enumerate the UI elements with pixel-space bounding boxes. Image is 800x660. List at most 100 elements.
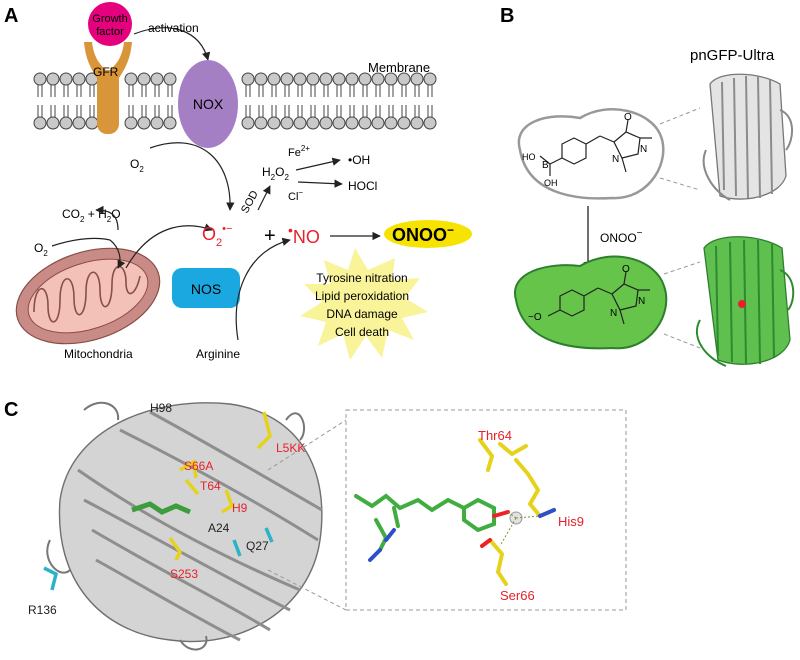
lipid-head [397,116,411,130]
onoo-reagent: ONOO− [600,228,643,245]
lipid-head [254,116,268,130]
lipid-head [371,72,385,86]
zoom-connector-1 [267,569,347,611]
effect-item: Tyrosine nitration [316,271,407,285]
lipid-head [397,72,411,86]
residue-label-h9: H9 [232,501,248,515]
lipid-head [410,116,424,130]
membrane-label: Membrane [368,60,430,75]
panel-b-letter: B [500,5,514,27]
effect-item: Lipid peroxidation [315,289,409,303]
phenolate-ring-n1: N [638,296,645,307]
nos-box [172,268,240,308]
lipid-head [410,72,424,86]
cl-label: Cl− [288,188,303,203]
lipid-head [59,72,73,86]
lipid-head [33,116,47,130]
lipid-head [254,72,268,86]
active-site-sticks [354,438,556,586]
arginine-label: Arginine [196,347,240,361]
plus-sign: + [264,225,276,247]
lipid-head [46,116,60,130]
lipid-head [332,116,346,130]
o2-top: O2 [130,157,144,174]
lipid-head [241,72,255,86]
sod-label: SOD [239,189,261,216]
connector-top-2 [659,177,701,191]
residue-label-s66a: S66A [184,459,213,473]
growth-factor-circle [88,2,132,46]
panel-a: A Membrane GFR Growth factor activation … [4,2,472,361]
nox-ellipse [178,60,238,148]
grey-gfp-barrel [702,73,793,201]
arginine-arrow [235,237,291,341]
connector-bottom-2 [663,333,701,349]
lipid-head [124,116,138,130]
lipid-head [384,72,398,86]
no-label: •NO [288,222,320,247]
residue-label-h98: H98 [150,401,172,415]
connector-bottom-1 [663,261,701,275]
gfr-receptor [84,42,132,134]
mpo-arrow [297,179,343,188]
nox-to-superoxide-arrow [149,142,235,211]
lipid-head [33,72,47,86]
phenolate-ring-n2: N [610,308,617,319]
lipid-head [267,72,281,86]
connector-top-1 [659,107,701,125]
lipid-head [358,116,372,130]
lipid-head [306,72,320,86]
lipid-head [46,72,60,86]
lipid-head [423,116,437,130]
mito-out-arrow [95,205,119,231]
boronic-oh1: HO [522,152,536,162]
activation-label: activation [148,21,199,35]
lipid-head [371,116,385,130]
panel-c-letter: C [4,399,18,421]
lipid-head [293,72,307,86]
phenolate-chromophore-outline [513,255,668,350]
lipid-head [72,72,86,86]
hydrogen-bonds [499,511,541,547]
lipid-head [150,116,164,130]
lipid-head [332,72,346,86]
boronic-oh2: OH [544,178,558,188]
lipid-head [319,72,333,86]
residue-label-a24: A24 [208,521,230,535]
phenolate-ring-o: O [622,264,630,275]
boronate-ring-o: O [624,112,632,123]
lipid-head [293,116,307,130]
boronate-ring-n1: N [640,144,647,155]
phenolate-o-minus: −O [528,312,542,323]
lipid-head [85,116,99,130]
lipid-head [72,116,86,130]
sod-arrow [257,185,271,211]
lipid-head [306,116,320,130]
lipid-head [280,72,294,86]
panel-a-letter: A [4,5,18,27]
mito-to-superoxide-arrow [125,223,213,269]
lipid-head [384,116,398,130]
gfr-label: GFR [93,65,119,79]
growth-factor-line1: Growth [92,13,127,25]
lipid-head [358,72,372,86]
lipid-head [319,116,333,130]
co2-h2o-label: CO2 + H2O [62,207,121,224]
residue-label-l5kk: L5KK [276,441,305,455]
effect-item: DNA damage [326,307,398,321]
membrane-bilayer [33,72,437,130]
h2o2-label: H2O2 [262,165,289,182]
zoom-connector-2 [267,419,347,471]
residue-label-q27: Q27 [246,539,269,553]
green-gfp-barrel [695,236,795,367]
nox-label: NOX [193,96,224,112]
boronate-ring-n2: N [612,154,619,165]
effect-item: Cell death [335,325,389,339]
lipid-head [163,72,177,86]
mito-in-arrow [109,239,126,269]
superoxide-label: O2•− [202,223,232,249]
activation-arrow [133,27,211,61]
lipid-head [423,72,437,86]
mitochondria [15,247,161,345]
